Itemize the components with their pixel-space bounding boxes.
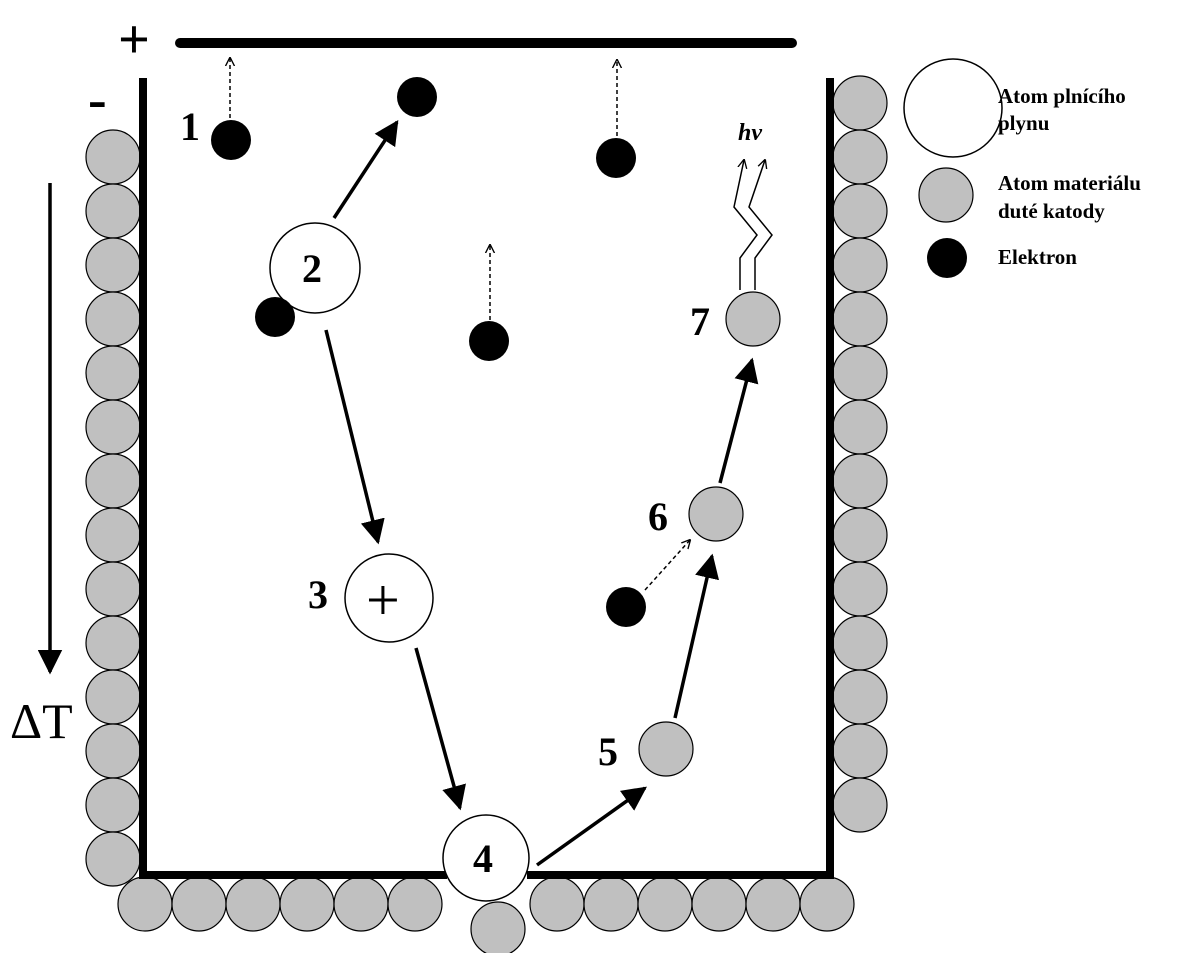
photon-label: hν [738,120,762,146]
cathode-wall-atom [85,831,141,887]
cathode-wall-atom [279,876,335,932]
cathode-wall-atom [85,507,141,563]
excitation-electron-arrow [644,540,690,591]
legend-cathode-atom-label-2: duté katody [998,199,1105,223]
cathode-wall-atom [832,75,888,131]
cathode-wall-atom [171,876,227,932]
legend-filler-gas-label-2: plynu [998,111,1050,135]
legend-filler-gas-label-1: Atom plnícího [998,84,1126,108]
legend-filler-gas-atom-marker [903,58,1003,158]
legend-cathode-atom-label-1: Atom materiálu [998,171,1141,195]
cathode-wall-atom [832,345,888,401]
cathode-wall-atom [85,615,141,671]
cathode-wall-atom [832,723,888,779]
cathode-wall-atom [832,561,888,617]
cathode-wall-atom [637,876,693,932]
cathode-wall-atom [832,669,888,725]
sputter-atom-bottom [470,901,526,953]
legend-electron-label: Elektron [998,245,1077,269]
cathode-left-wall-atoms [85,129,141,887]
cathode-wall-atom [333,876,389,932]
step-6-label: 6 [648,494,668,539]
temperature-gradient-label: ΔT [10,693,73,749]
cathode-wall-atom [85,723,141,779]
cathode-wall-atom [691,876,747,932]
cathode-wall-atom [117,876,173,932]
filler-gas-atom-step-2 [269,222,361,314]
electron [606,587,646,627]
cathode-wall-atom [832,453,888,509]
step-7-label: 7 [690,299,710,344]
electron [469,321,509,361]
cathode-wall-atom [85,669,141,725]
cathode-wall-atom [85,453,141,509]
cathode-material-atom-step-5 [638,721,694,777]
electron [397,77,437,117]
legend-cathode-atom-marker [918,167,974,223]
cathode-right-wall-atoms [832,75,888,833]
electron [211,120,251,160]
step-5-label: 5 [598,729,618,774]
electron [255,297,295,337]
step-4-label: 4 [473,836,493,881]
legend-electron-marker [927,238,967,278]
cathode-wall-atom [832,183,888,239]
cathode-wall-left [139,78,447,879]
step-2-label: 2 [302,246,322,291]
cathode-wall-atom [85,183,141,239]
cathode-material-atom-step-7 [725,291,781,347]
cathode-wall-atom [85,237,141,293]
filler-gas-ion-step-3 [344,553,434,643]
cathode-wall-atom [832,129,888,185]
electron [596,138,636,178]
cathode-sign: - [88,69,107,131]
cathode-wall-atom [745,876,801,932]
cathode-wall-atom [85,291,141,347]
cathode-wall-atom [832,615,888,671]
cathode-wall-atom [832,291,888,347]
step-3-label: 3 [308,572,328,617]
cathode-wall-atom [832,507,888,563]
legend: Atom plnícího plynu Atom materiálu duté … [903,58,1141,278]
ion-impact-arrow [414,647,466,811]
ion-acceleration-arrow [324,329,385,545]
cathode-wall-atom [583,876,639,932]
cathode-wall-atom [832,237,888,293]
ionization-electron-arrow [332,119,399,219]
anode-sign: + [118,9,150,71]
sputtering-arrow [535,786,647,867]
cathode-wall-atom [85,399,141,455]
cathode-wall-atom [832,777,888,833]
cathode-wall-atom [799,876,855,932]
cathode-wall-atom [85,345,141,401]
step-1-label: 1 [180,104,200,149]
photon-emission-wave [733,160,758,290]
cathode-wall-right [527,78,834,879]
diffusion-arrow [673,553,720,719]
cathode-wall-atom [529,876,585,932]
cathode-material-atom-step-6 [688,486,744,542]
excited-atom-arrow [718,357,759,484]
cathode-wall-atom [85,129,141,185]
cathode-wall-atom [85,777,141,833]
photon-emission-wave [748,160,773,290]
cathode-wall-atom [225,876,281,932]
cathode-wall-atom [387,876,443,932]
filler-gas-ion-step-4 [442,814,530,902]
cathode-wall-atom [832,399,888,455]
cathode-wall-atom [85,561,141,617]
ion-charge-sign: + [366,567,400,633]
